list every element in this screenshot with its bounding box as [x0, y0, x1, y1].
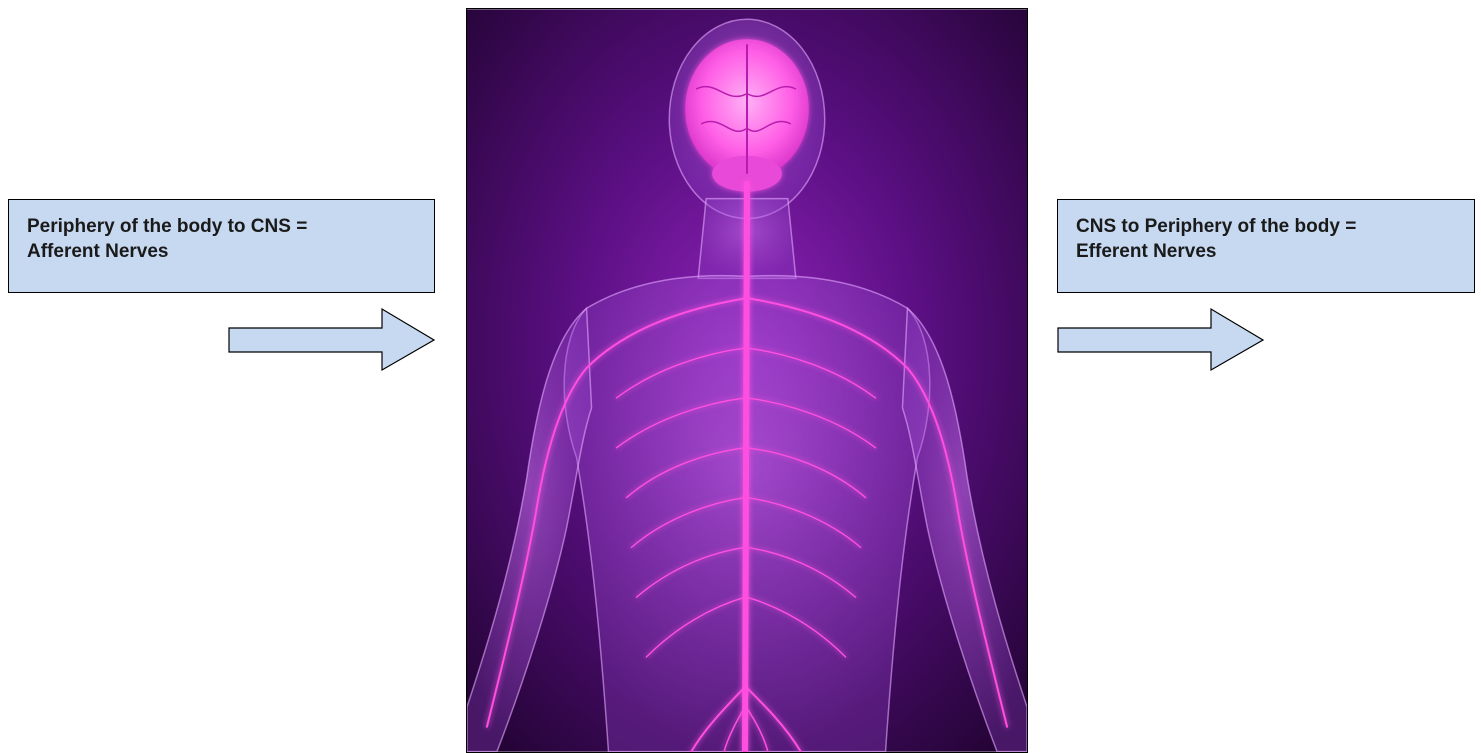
efferent-arrow-icon — [1057, 308, 1267, 372]
afferent-label-line1: Periphery of the body to CNS = — [27, 214, 434, 239]
afferent-label-box: Periphery of the body to CNS = Afferent … — [8, 199, 435, 293]
efferent-label-box: CNS to Periphery of the body = Efferent … — [1057, 199, 1475, 293]
afferent-arrow-icon — [228, 308, 438, 372]
nervous-system-illustration — [466, 8, 1028, 753]
efferent-label-line2: Efferent Nerves — [1076, 239, 1474, 264]
efferent-label-line1: CNS to Periphery of the body = — [1076, 214, 1474, 239]
afferent-label-line2: Afferent Nerves — [27, 239, 434, 264]
